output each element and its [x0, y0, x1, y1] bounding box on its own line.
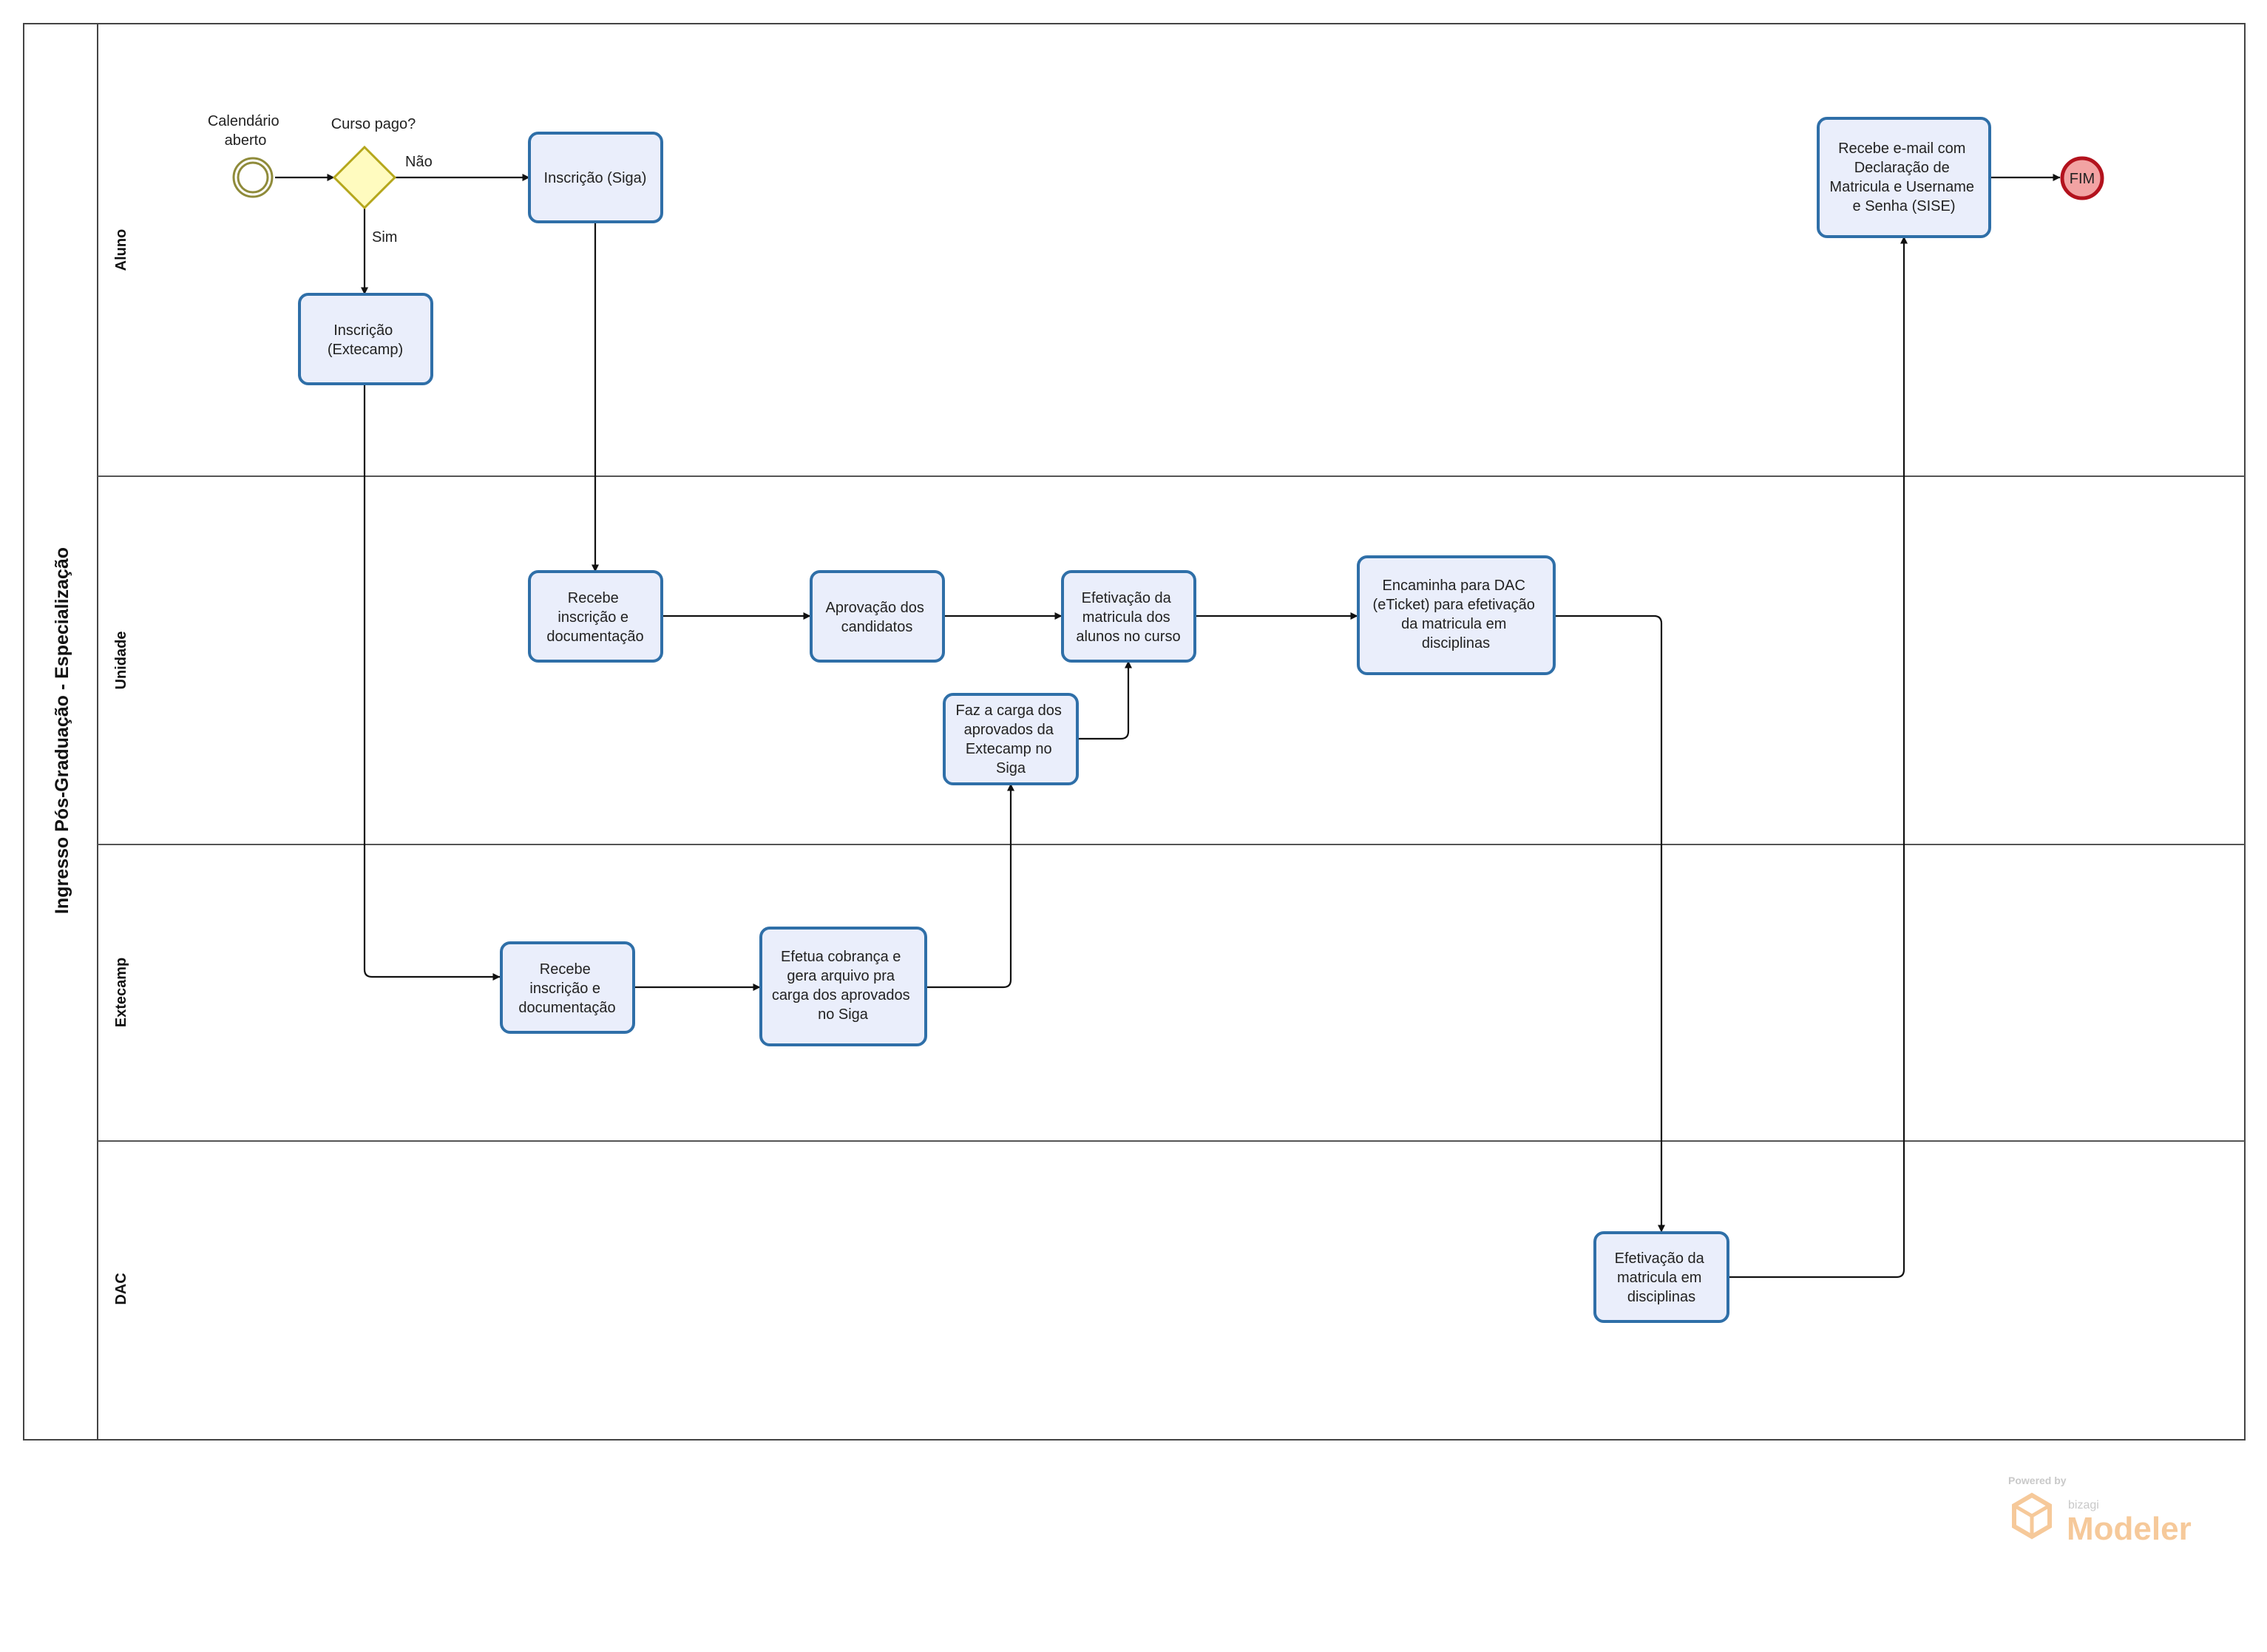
watermark-product: Modeler: [2067, 1511, 2192, 1547]
label-nao: Não: [405, 154, 433, 170]
pool-title: Ingresso Pós-Graduação - Especialização: [52, 547, 72, 914]
lane-unidade-label: Unidade: [113, 632, 129, 690]
task-inscricao-extecamp[interactable]: Inscrição (Extecamp): [298, 293, 433, 385]
sequence-flows: [275, 174, 2061, 1279]
bizagi-logo-icon: [2012, 1492, 2052, 1540]
flow-extecamp-to-recebe: [363, 384, 501, 981]
flow-cobranca-to-carga: [926, 783, 1014, 989]
task-efetivacao-disciplinas[interactable]: Efetivação da matricula em disciplinas: [1593, 1231, 1729, 1323]
flow-encaminha-to-dac: [1554, 615, 1665, 1233]
svg-text:Encaminha para DAC (eTic: Encaminha para DAC (eTicket) para efetiv…: [1373, 578, 1539, 651]
task-faz-carga[interactable]: Faz a carga dos aprovados da Extecamp no…: [943, 693, 1079, 785]
task-encaminha-dac[interactable]: Encaminha para DAC (eTicket) para efetiv…: [1357, 555, 1556, 675]
svg-text:Recebe inscrição e: Recebe inscrição e documentação: [546, 590, 643, 645]
svg-text:Efetivação da matricula: Efetivação da matricula em disciplinas: [1615, 1250, 1709, 1305]
lane-aluno-label: Aluno: [113, 229, 129, 271]
end-event-label: FIM: [2070, 171, 2095, 187]
flow-carga-to-efetivacao: [1078, 660, 1132, 740]
gateway-label: Curso pago?: [331, 116, 416, 132]
lane-dac-label: DAC: [113, 1273, 129, 1304]
watermark-vendor: bizagi: [2068, 1499, 2099, 1511]
svg-text:Recebe inscrição e: Recebe inscrição e documentação: [518, 961, 615, 1016]
label-sim: Sim: [372, 229, 397, 246]
end-event: FIM: [2060, 156, 2104, 200]
svg-text:Recebe e-mail com Declar: Recebe e-mail com Declaração de Matricul…: [1829, 141, 1978, 214]
flow-dac-to-recebe-email: [1728, 236, 1908, 1279]
watermark-powered-by: Powered by: [2008, 1475, 2067, 1486]
lane-extecamp-label: Extecamp: [113, 958, 129, 1028]
task-recebe-email[interactable]: Recebe e-mail com Declaração de Matricul…: [1817, 117, 1991, 238]
svg-text:Inscrição (Extecamp): Inscrição (Extecamp): [328, 322, 403, 358]
task-aprovacao[interactable]: Aprovação dos candidatos: [810, 570, 945, 663]
bizagi-watermark: Powered by bizagi Modeler: [2008, 1475, 2192, 1547]
task-efetivacao-curso[interactable]: Efetivação da matricula dos alunos no cu…: [1061, 570, 1196, 663]
start-event: Calendário aberto: [208, 113, 283, 198]
gateway-curso-pago: Curso pago?: [331, 116, 416, 210]
task-efetua-cobranca[interactable]: Efetua cobrança e gera arquivo pra carga…: [759, 927, 927, 1046]
lanes: Aluno Unidade Extecamp DAC: [98, 229, 2245, 1305]
task-inscricao-siga[interactable]: Inscrição (Siga): [528, 132, 663, 223]
pool: Ingresso Pós-Graduação - Especialização: [23, 23, 2246, 1441]
svg-text:Efetua cobrança e gera a: Efetua cobrança e gera arquivo pra carga…: [772, 949, 914, 1023]
svg-text:Inscrição (Siga): Inscrição (Siga): [544, 170, 647, 186]
svg-text:Efetivação da matricula: Efetivação da matricula dos alunos no cu…: [1076, 590, 1180, 645]
start-event-label: Calendário aberto: [208, 113, 283, 149]
svg-text:Aprovação dos candidatos: Aprovação dos candidatos: [826, 600, 929, 635]
task-unidade-recebe[interactable]: Recebe inscrição e documentação: [528, 570, 663, 663]
task-extecamp-recebe[interactable]: Recebe inscrição e documentação: [500, 941, 635, 1034]
svg-text:Faz a carga dos aprovado: Faz a carga dos aprovados da Extecamp no…: [956, 703, 1066, 776]
